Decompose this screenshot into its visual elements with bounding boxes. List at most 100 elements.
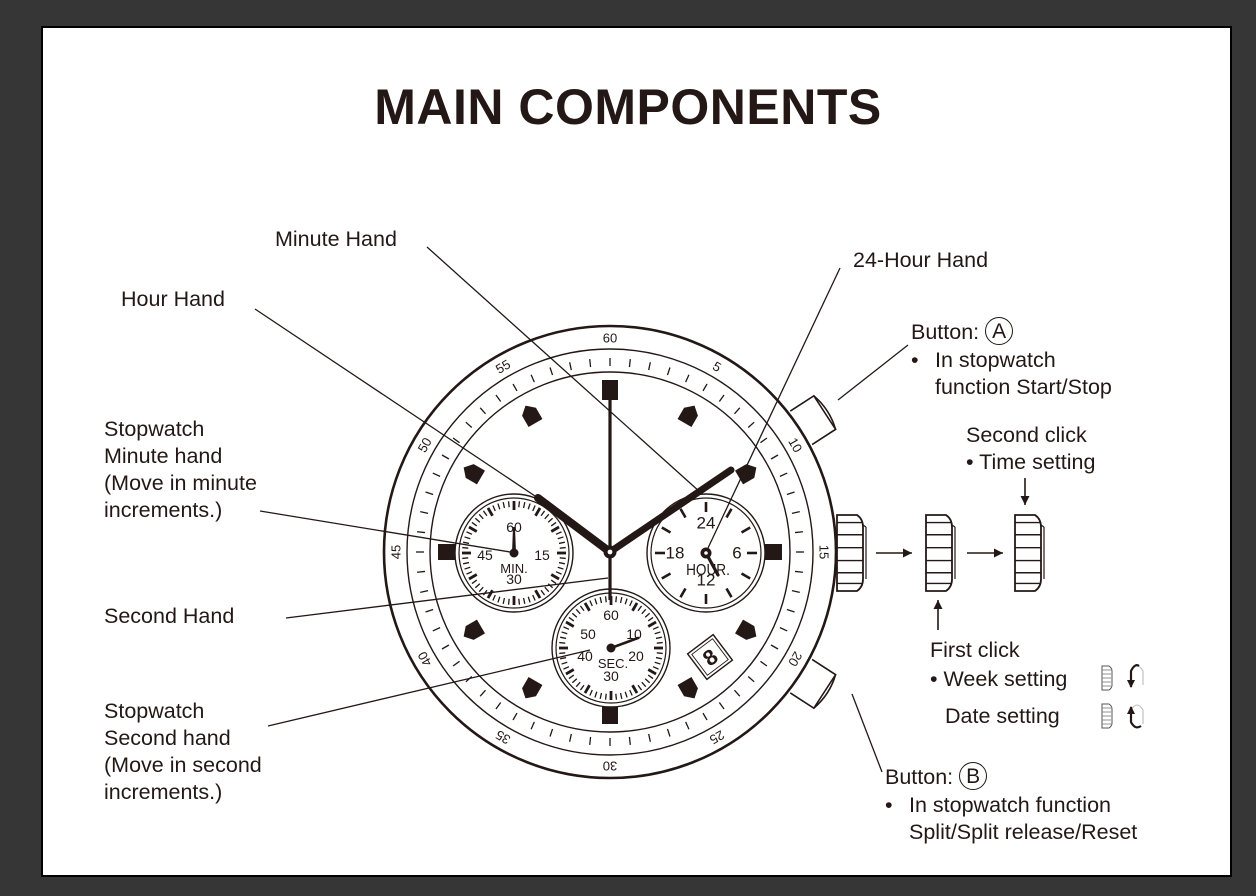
sec-subdial-tick — [624, 598, 628, 605]
sec-subdial-tick — [644, 612, 651, 618]
hour-marker-arrow — [463, 619, 485, 640]
label-stopwatch-second-hand: Stopwatch Second hand (Move in second in… — [104, 698, 262, 806]
crown-second-click-icon-edge — [1040, 524, 1045, 528]
sec-subdial-tick — [654, 661, 661, 665]
bezel-tick — [779, 627, 788, 632]
sec-subdial-tick — [641, 681, 647, 688]
label-hour-hand: Hour Hand — [121, 287, 225, 311]
clockwise-arrow-icon-arc — [1129, 707, 1142, 729]
hour-subdial-label: HOUR. — [686, 562, 730, 579]
min-subdial-tick — [478, 586, 484, 593]
sec-subdial-tick — [624, 691, 628, 698]
button-a-pusher-body — [789, 394, 837, 446]
hour-subdial-tick — [725, 587, 733, 598]
bezel-number: 45 — [389, 545, 404, 559]
hour24-hand-pin — [704, 551, 708, 555]
min-subdial-tick — [527, 503, 531, 510]
sec-subdial-tick — [575, 681, 581, 688]
button-a-prefix: Button: — [911, 320, 980, 344]
stopwatch-second-hand — [609, 636, 640, 650]
sec-subdial-tick — [568, 616, 575, 622]
bezel-tick — [786, 608, 795, 613]
bezel-tick — [432, 472, 441, 477]
hour-subdial-tick — [740, 526, 751, 534]
sec-subdial-tick — [637, 684, 643, 691]
sec-subdial-tick — [571, 678, 578, 684]
sec-subdial-tick — [594, 598, 598, 605]
sec-subdial-tick — [561, 661, 568, 665]
bezel-number: 35 — [493, 727, 513, 747]
bezel-tick — [648, 733, 651, 742]
sec-subdial-tick — [594, 691, 598, 698]
leader-minute-hand — [426, 246, 701, 493]
bezel-tick-major — [441, 644, 450, 650]
hour-marker-arrow — [463, 464, 485, 485]
bezel-tick — [718, 702, 725, 710]
min-subdial-tick — [463, 561, 470, 565]
min-subdial-tick — [550, 525, 560, 533]
sec-subdial-number: 40 — [577, 648, 593, 664]
bezel-tick — [794, 531, 804, 534]
sec-subdial-tick — [644, 678, 651, 684]
stopwatch-minute-hand — [512, 527, 516, 553]
sec-subdial-tick — [560, 656, 567, 660]
arrow-right-icon-head — [903, 548, 912, 558]
label-line: increments.) — [104, 780, 223, 804]
bezel-tick — [465, 421, 473, 429]
sec-subdial-tick — [565, 668, 575, 676]
sec-subdial-tick — [637, 605, 643, 612]
min-subdial-tick — [482, 510, 488, 517]
sec-subdial-number: 20 — [628, 648, 644, 664]
button-a-line: function Start/Stop — [935, 375, 1112, 399]
min-subdial-tick — [466, 531, 473, 535]
crown-first-click-icon-body — [925, 514, 953, 592]
bezel-tick — [452, 660, 460, 667]
label-second-click: Second click • Time setting — [966, 422, 1095, 476]
sec-subdial-tick — [579, 684, 585, 691]
label-first-click: First click • Week setting Date setting — [930, 637, 1067, 730]
bezel-tick — [685, 374, 690, 383]
date-window-inner — [691, 638, 729, 676]
min-subdial-number: 15 — [534, 547, 550, 563]
min-subdial-tick — [486, 589, 494, 599]
hour-marker-baton — [602, 704, 618, 724]
min-subdial-tick — [468, 525, 478, 533]
bezel-tick — [452, 437, 460, 444]
min-subdial-tick — [555, 571, 562, 575]
sec-subdial-tick — [604, 693, 607, 700]
clockwise-arrow-icon-track — [1130, 704, 1144, 724]
button-a-pusher-cap — [813, 395, 837, 430]
sec-subdial-tick — [568, 674, 575, 680]
sec-subdial-tick — [589, 600, 593, 607]
crown-second-click-icon-body — [1014, 514, 1042, 592]
sec-subdial-tick — [579, 605, 585, 612]
hour-subdial-number: 6 — [732, 544, 741, 563]
min-subdial-label: MIN. — [500, 561, 527, 576]
bezel-tick — [416, 570, 426, 573]
min-subdial-tick — [550, 573, 560, 581]
button-a-badge: A — [985, 317, 1014, 346]
bezel-tick — [549, 367, 554, 376]
clockwise-arrow-icon — [1127, 704, 1144, 729]
min-subdial-tick — [471, 521, 478, 527]
min-subdial-tick — [557, 536, 564, 540]
min-subdial-tick — [534, 589, 542, 599]
min-subdial-tick — [544, 513, 550, 520]
bezel-tick — [685, 721, 690, 730]
min-subdial-tick — [471, 579, 478, 585]
sec-subdial-tick — [560, 636, 567, 640]
first-click-week: • Week setting — [930, 667, 1068, 691]
second-click-heading: Second click — [966, 423, 1087, 447]
min-subdial-tick — [507, 598, 510, 605]
counterclockwise-arrow-icon — [1127, 664, 1144, 688]
bezel-tick-major — [702, 383, 708, 392]
min-subdial-tick — [518, 598, 521, 605]
label-second-hand: Second Hand — [104, 604, 235, 628]
min-subdial-number: 30 — [506, 571, 522, 587]
leader-lines — [254, 246, 909, 773]
leader-stopwatch-minute — [259, 510, 511, 553]
hour-subdial-number: 12 — [697, 571, 716, 590]
label-button-b: Button:B •In stopwatch function Split/Sp… — [885, 762, 1137, 846]
